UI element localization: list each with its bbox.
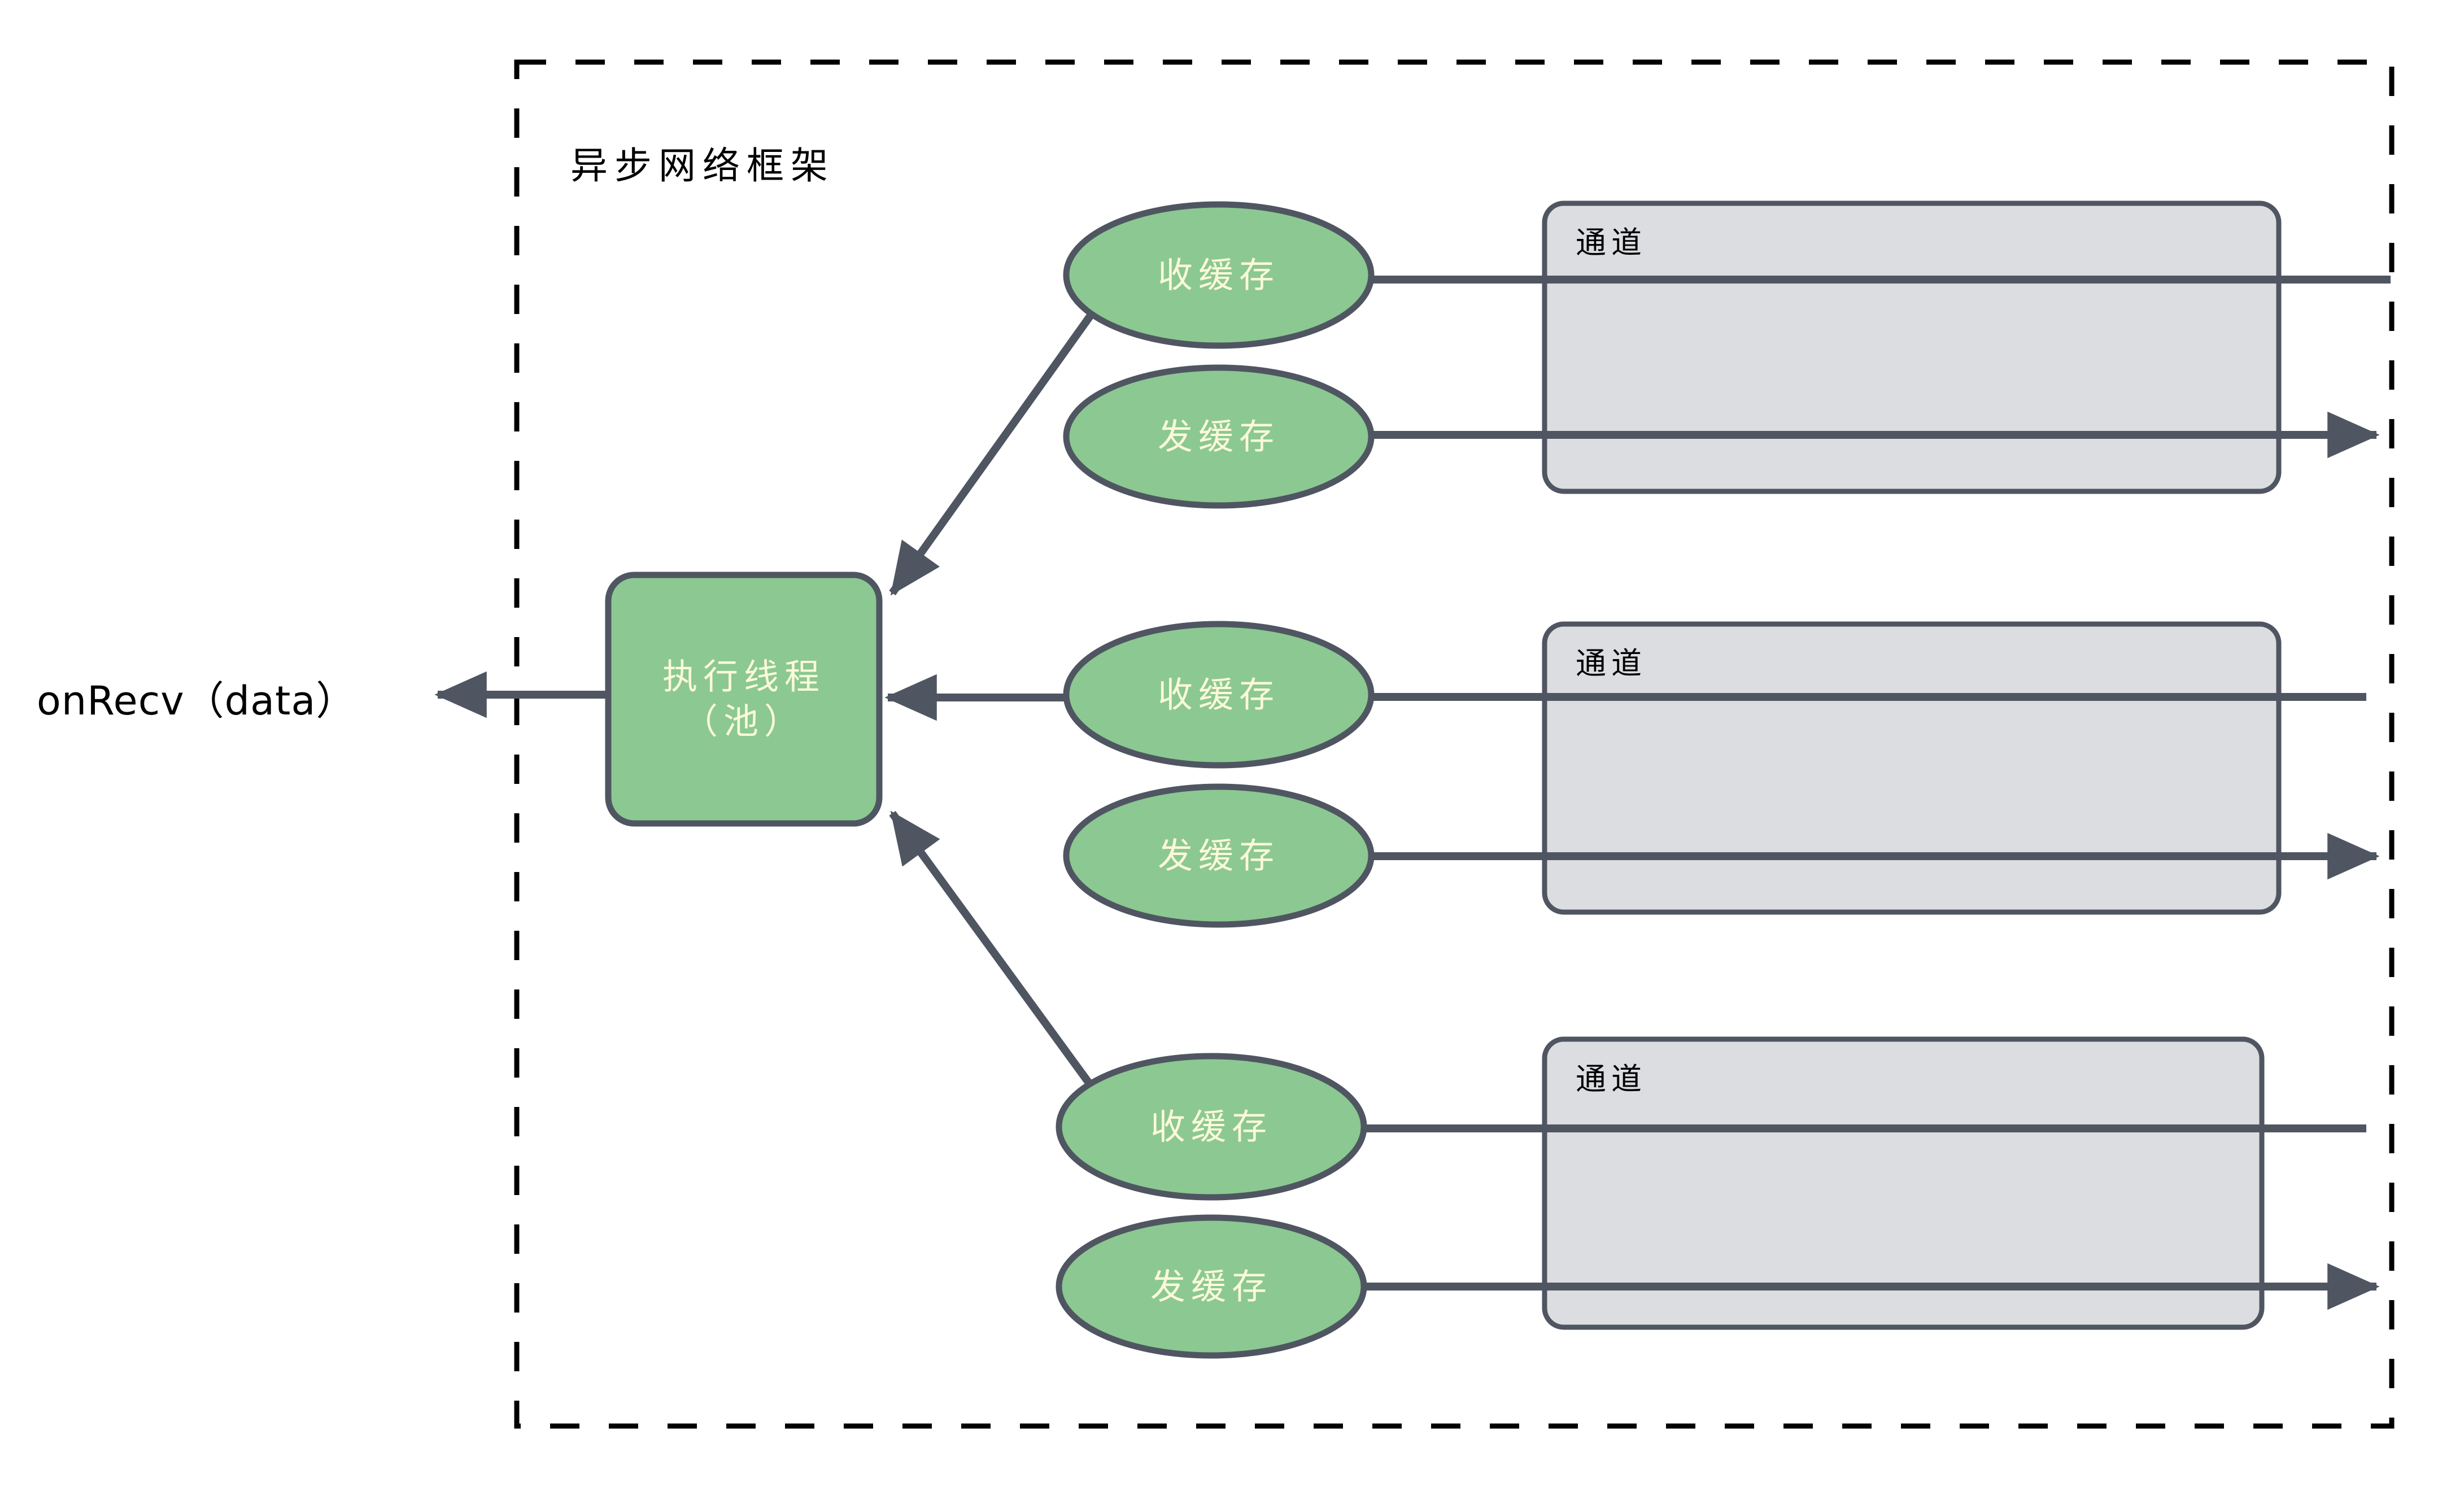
onrecv-callback-label: onRecv（data） [37, 678, 356, 724]
send-buffer-label-2: 发缓存 [1157, 835, 1280, 877]
recv-buffer-ellipse-1[interactable] [1063, 201, 1375, 349]
channel-box-3[interactable] [1542, 1036, 2265, 1330]
send-buffer-label-1: 发缓存 [1157, 416, 1280, 457]
edge-recv1-to-thread [889, 313, 1093, 596]
recv-buffer-label-1: 收缓存 [1157, 254, 1280, 296]
thread-pool-node[interactable] [605, 572, 883, 827]
recv-buffer-label-2: 收缓存 [1157, 674, 1280, 716]
recv-buffer-label-3: 收缓存 [1150, 1106, 1272, 1148]
channel-label-1: 通道 [1576, 225, 1647, 260]
send-buffer-ellipse-3[interactable] [1056, 1214, 1367, 1359]
edge-recv3-to-thread [889, 810, 1093, 1087]
send-buffer-ellipse-2[interactable] [1063, 783, 1375, 928]
framework-boundary [514, 59, 2395, 1429]
thread-pool-label-line2: （池） [682, 701, 805, 742]
thread-pool-label: 执行线程（池） [611, 655, 876, 744]
channel-box-1[interactable] [1542, 200, 2282, 494]
send-buffer-ellipse-1[interactable] [1063, 364, 1375, 509]
send-buffer-label-3: 发缓存 [1150, 1266, 1272, 1307]
channel-box-2[interactable] [1542, 621, 2282, 915]
recv-buffer-ellipse-3[interactable] [1056, 1053, 1367, 1201]
framework-title: 异步网络框架 [570, 144, 835, 188]
recv-buffer-ellipse-2[interactable] [1063, 621, 1375, 769]
channel-label-3: 通道 [1576, 1061, 1647, 1097]
thread-pool-label-line1: 执行线程 [662, 656, 825, 697]
channel-label-2: 通道 [1576, 646, 1647, 681]
